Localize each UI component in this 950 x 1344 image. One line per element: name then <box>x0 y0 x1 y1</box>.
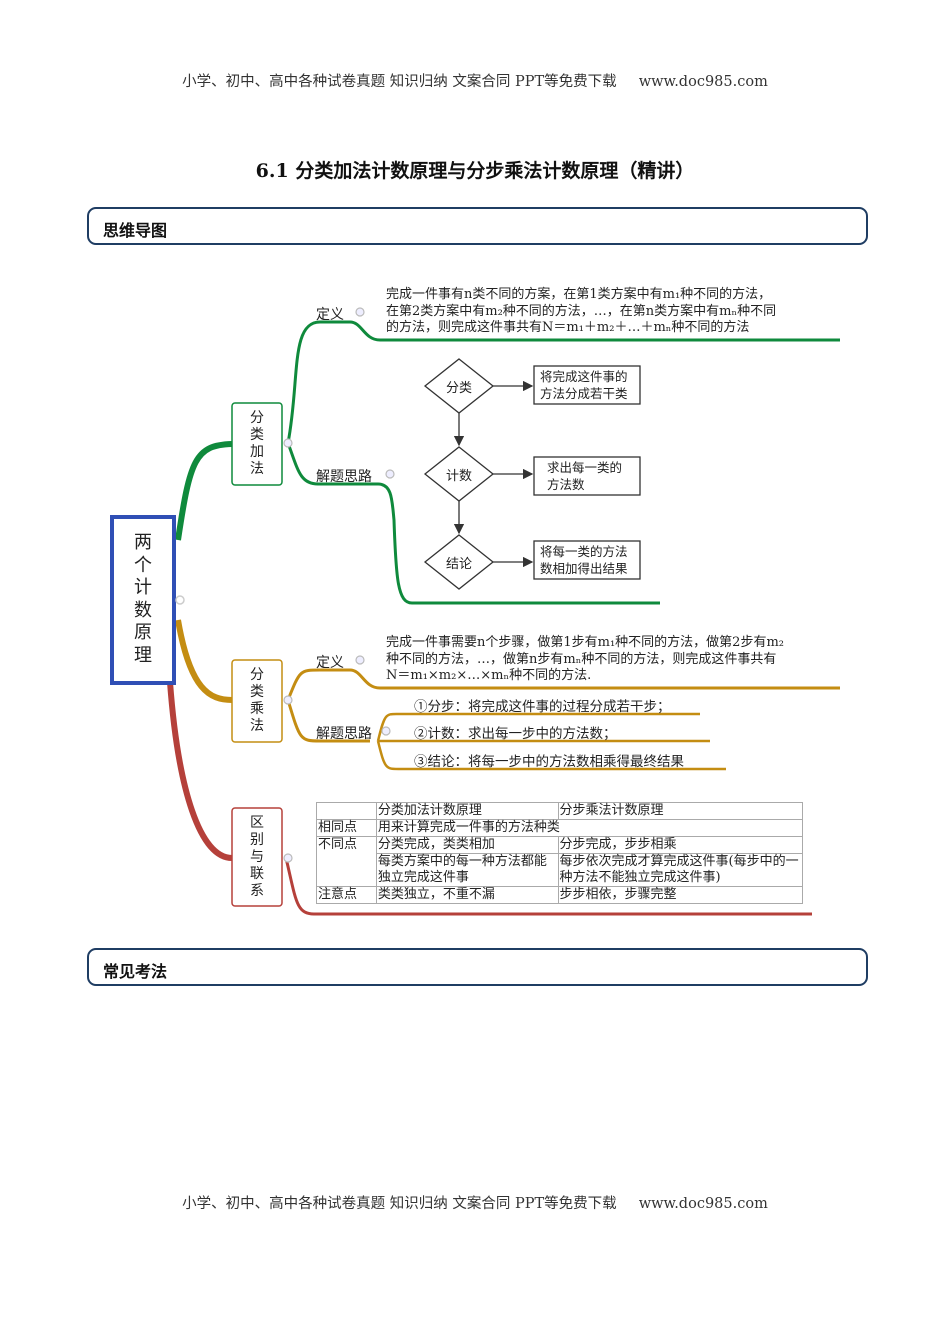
comparison-table: 分类加法计数原理 分步乘法计数原理 相同点 用来计算完成一件事的方法种类 不同点… <box>316 802 804 904</box>
table-cell: 步步相依，步骤完整 <box>557 886 804 904</box>
flow-diamond-3 <box>423 534 495 590</box>
flow-box-1 <box>533 365 641 405</box>
add-label-text: 分类加法 <box>250 410 264 477</box>
table-cell: 分类加法计数原理 <box>375 802 559 820</box>
mindmap-graphics <box>110 307 840 916</box>
flow-diamond-2-text: 计数 <box>445 469 472 484</box>
table-cell: 用来计算完成一件事的方法种类 <box>375 819 804 837</box>
flow-box-3-text: 将每一类的方法 数相加得出结果 <box>540 543 628 577</box>
mul-step-2: ②计数：求出每一步中的方法数； <box>414 726 617 742</box>
section-mindmap: 思维导图 <box>87 207 868 245</box>
add-def-text: 完成一件事有n类不同的方案，在第1类方案中有m₁种不同的方法， 在第2类方案中有… <box>386 287 776 337</box>
table-row: 每类方案中的每一种方法都能独立完成这件事 每步依次完成才算完成这件事(每步中的一… <box>317 853 804 887</box>
root-box <box>110 515 176 685</box>
page-title: 6.1 分类加法计数原理与分步乘法计数原理（精讲） <box>255 160 695 182</box>
table-cell: 不同点 <box>316 836 377 887</box>
root-label: 两个计数原理 <box>112 532 174 667</box>
green-branch-root <box>175 441 233 541</box>
table-cell: 类类独立，不重不漏 <box>375 886 559 904</box>
table-cell: 注意点 <box>316 886 377 904</box>
mul-label-box <box>231 659 283 743</box>
table-row: 相同点 用来计算完成一件事的方法种类 <box>316 819 804 837</box>
rel-label: 区别与联系 <box>232 815 282 900</box>
flow-box-line: 求出每一类的 <box>547 460 623 475</box>
add-idea-label: 解题思路 <box>316 469 372 485</box>
add-label: 分类加法 <box>232 410 282 478</box>
mul-step-1: ①分步：将完成这件事的过程分成若干步； <box>414 699 671 715</box>
table-row: 注意点 类类独立，不重不漏 步步相依，步骤完整 <box>316 886 804 904</box>
flow-box-line: 方法分成若干类 <box>540 386 628 401</box>
mul-label: 分类乘法 <box>232 667 282 735</box>
flow-box-3 <box>533 540 641 580</box>
red-branch-table <box>284 857 812 916</box>
table-cell: 分步乘法计数原理 <box>557 802 804 820</box>
add-def-label: 定义 <box>316 307 344 323</box>
flow-diamond-1-text: 分类 <box>445 381 472 396</box>
red-branch-root <box>167 681 233 861</box>
mul-def-line: 完成一件事需要n个步骤，做第1步有m₁种不同的方法，做第2步有m₂ <box>386 635 784 650</box>
table-cell: 分类完成，类类相加 <box>375 836 559 854</box>
table-cell: 分步完成，步步相乘 <box>557 836 804 854</box>
table-cell: 每步依次完成才算完成这件事(每步中的一种方法不能独立完成这件事) <box>557 853 804 887</box>
mul-idea-label: 解题思路 <box>316 726 372 742</box>
add-def-line: 在第2类方案中有m₂种不同的方法，…，在第n类方案中有mₙ种不同 <box>386 303 777 319</box>
footer-url[interactable]: www.doc985.com <box>638 1196 768 1212</box>
flow-box-line: 将完成这件事的 <box>540 369 628 384</box>
rel-label-text: 区别与联系 <box>250 815 264 899</box>
gold-branch-root <box>175 619 233 703</box>
green-branch-idea <box>286 442 660 605</box>
add-def-line: 完成一件事有n类不同的方案，在第1类方案中有m₁种不同的方法， <box>386 287 772 302</box>
table-row: 不同点 分类完成，类类相加 分步完成，步步相乘 <box>316 836 804 887</box>
flow-box-2-text: 求出每一类的 方法数 <box>547 459 622 493</box>
flowchart <box>423 358 641 590</box>
mul-def-text: 完成一件事需要n个步骤，做第1步有m₁种不同的方法，做第2步有m₂ 种不同的方法… <box>386 635 784 685</box>
section-methods-title: 常见考法 <box>103 962 168 981</box>
root-text: 两个计数原理 <box>134 532 152 666</box>
page-footer: 小学、初中、高中各种试卷真题 知识归纳 文案合同 PPT等免费下载 www.doc… <box>0 1192 950 1213</box>
header-url[interactable]: www.doc985.com <box>638 74 768 90</box>
add-label-box <box>231 402 283 486</box>
gold-branch-def <box>286 668 840 701</box>
flow-diamond-3-text: 结论 <box>445 557 472 572</box>
footer-text: 小学、初中、高中各种试卷真题 知识归纳 文案合同 PPT等免费下载 <box>182 1196 617 1212</box>
table-cell: 每类方案中的每一种方法都能独立完成这件事 <box>375 853 559 887</box>
gold-branch-idea <box>286 699 370 743</box>
gold-step-1 <box>376 712 700 742</box>
header-text: 小学、初中、高中各种试卷真题 知识归纳 文案合同 PPT等免费下载 <box>182 74 617 90</box>
table-cell: 相同点 <box>316 819 377 837</box>
green-branch-def <box>286 320 840 444</box>
section-mindmap-title: 思维导图 <box>103 221 168 240</box>
page-header: 小学、初中、高中各种试卷真题 知识归纳 文案合同 PPT等免费下载 www.doc… <box>0 70 950 91</box>
flow-box-1-text: 将完成这件事的 方法分成若干类 <box>540 368 628 402</box>
flow-box-2 <box>533 456 641 496</box>
mul-def-line: N＝m₁×m₂×…×mₙ种不同的方法. <box>386 668 592 683</box>
table-cell <box>316 802 377 820</box>
mul-def-line: 种不同的方法，…，做第n步有mₙ种不同的方法，则完成这件事共有 <box>386 651 777 667</box>
mul-step-3: ③结论：将每一步中的方法数相乘得最终结果 <box>414 754 684 770</box>
section-methods: 常见考法 <box>87 948 868 986</box>
flow-box-line: 将每一类的方法 <box>540 544 628 559</box>
add-def-line: 的方法，则完成这件事共有N＝m₁＋m₂＋…＋mₙ种不同的方法 <box>386 320 750 335</box>
mul-label-text: 分类乘法 <box>250 667 264 734</box>
table-row: 分类加法计数原理 分步乘法计数原理 <box>316 802 804 820</box>
flow-box-line: 方法数 <box>547 477 585 492</box>
rel-label-box <box>231 807 283 907</box>
mul-def-label: 定义 <box>316 655 344 671</box>
gold-step-3 <box>376 740 726 771</box>
flow-box-line: 数相加得出结果 <box>540 561 628 576</box>
